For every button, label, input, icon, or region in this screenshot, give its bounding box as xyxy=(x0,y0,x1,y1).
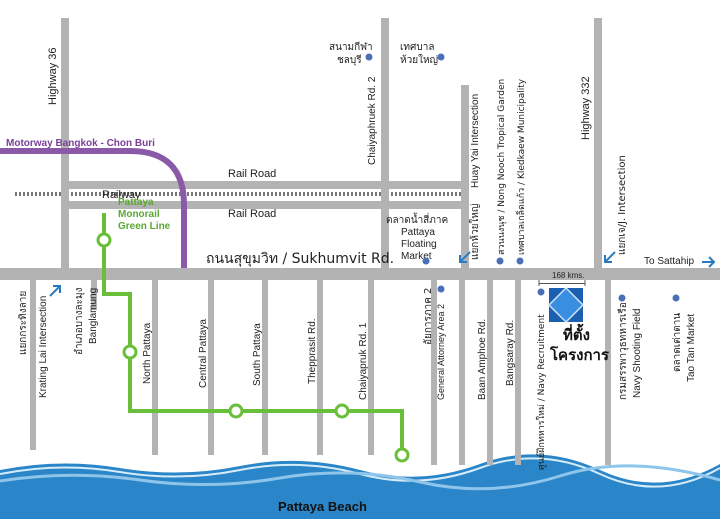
highway332-label: Highway 332 xyxy=(580,76,592,140)
central-pattaya-label: Central Pattaya xyxy=(198,319,209,388)
navy-shooting-label: Navy Shooting Field xyxy=(632,309,643,399)
sattahip-arrow-icon xyxy=(702,256,716,268)
stadium-label-1: สนามกีฬา xyxy=(329,41,373,53)
krating-arrow-icon xyxy=(49,285,61,297)
j-intersection-label: แยกเจ/J. Intersection xyxy=(617,155,628,255)
krating-label: Krating Lai Intersection xyxy=(38,296,49,398)
railway-label: Railway xyxy=(102,189,141,201)
sukhumvit-road xyxy=(0,268,720,280)
huay-yai-thai-label: แยกห้วยใหญ่ xyxy=(469,204,481,260)
kledkaew-label: เทศบาลเกล็ดแก้ว / Kledkaew Municipality xyxy=(514,78,527,255)
highway36-label: Highway 36 xyxy=(47,48,59,105)
monorail-label-3: Green Line xyxy=(118,221,171,232)
monorail-label-2: Monorail xyxy=(118,209,160,220)
south-pattaya-label: South Pattaya xyxy=(252,323,263,386)
monorail-station xyxy=(122,344,138,360)
vertical-roads xyxy=(30,18,611,465)
rail-road-bottom xyxy=(65,201,465,209)
motorway-line xyxy=(0,148,187,268)
monorail-station xyxy=(394,447,410,463)
monorail-station xyxy=(228,403,244,419)
banglamung-thai-label: อำเภอบางละมุง xyxy=(74,287,85,355)
navy-recruit-label: ศูนย์ฝึกทหารใหม่ / Navy Recruitment xyxy=(535,314,547,470)
project-label-2: โครงการ xyxy=(549,345,610,364)
navy-shooting-marker-icon xyxy=(618,294,626,302)
monorail-line xyxy=(96,213,410,463)
railroad-top-label: Rail Road xyxy=(228,168,276,180)
attorney-label: General Attorney Area 2 xyxy=(436,304,446,400)
huayyai-muni-marker-icon xyxy=(437,53,445,61)
floating-label-4: Market xyxy=(401,251,432,262)
north-pattaya-label: North Pattaya xyxy=(142,322,153,384)
taotan-marker-icon xyxy=(672,294,680,302)
stadium-label-2: ชลบุรี xyxy=(337,54,362,66)
monorail-station xyxy=(96,232,112,248)
huayyai-muni-label-1: เทศบาล xyxy=(400,42,434,53)
floating-marker-icon xyxy=(422,257,430,265)
motorway-label: Motorway Bangkok - Chon Buri xyxy=(6,138,155,149)
project-location: 168 kms. ที่ตั้ง โครงการ xyxy=(538,271,610,364)
floating-label-3: Floating xyxy=(401,239,437,250)
project-distance: 168 kms. xyxy=(552,271,584,280)
j-intersection-arrow-icon xyxy=(604,251,616,263)
sukhumvit-label: ถนนสุขุมวิท / Sukhumvit Rd. xyxy=(206,251,394,267)
krating-thai-label: แยกกระทิงลาย xyxy=(18,291,29,355)
chaiyapruk1-label: Chaiyapruk Rd. 1 xyxy=(358,322,369,400)
attorney-marker-icon xyxy=(437,285,445,293)
taotan-label: Tao Tan Market xyxy=(686,314,697,382)
huay-yai-label: Huay Yai Intersection xyxy=(470,94,481,188)
taotan-thai-label: ตลาดเต่าตาน xyxy=(672,313,683,372)
nong-nooch-label: สวนนงนุช / Nong Nooch Tropical Garden xyxy=(497,79,507,255)
sea xyxy=(0,454,720,519)
thepprasit-label: Thepprasit Rd. xyxy=(307,318,318,384)
baan-amphoe-label: Baan Amphoe Rd. xyxy=(477,319,488,400)
rail-road-top xyxy=(65,181,465,189)
banglamung-label: Banglamung xyxy=(88,288,99,344)
huayyai-muni-label-2: ห้วยใหญ่ xyxy=(400,54,438,66)
railroad-bottom-label: Rail Road xyxy=(228,208,276,220)
monorail-station xyxy=(334,403,350,419)
beach-label: Pattaya Beach xyxy=(278,499,367,514)
bangsaray-label: Bangsaray Rd. xyxy=(505,320,516,386)
navy-recruit-marker-icon xyxy=(537,288,545,296)
monorail-label-1: Pattaya xyxy=(118,197,154,208)
kledkaew-marker-icon xyxy=(516,257,524,265)
floating-label-1: ตลาดน้ำสี่ภาค xyxy=(386,212,448,226)
stadium-marker-icon xyxy=(365,53,373,61)
nong-nooch-marker-icon xyxy=(496,257,504,265)
project-diamond-icon xyxy=(547,286,585,324)
sattahip-label: To Sattahip xyxy=(644,256,694,267)
huay-yai-arrow-icon xyxy=(459,251,471,263)
attorney-thai-label: อัยการภาค 2 xyxy=(423,288,434,345)
floating-label-2: Pattaya xyxy=(401,227,435,238)
chaiyaphruek2-label: Chaiyaphruek Rd. 2 xyxy=(367,76,378,165)
navy-shooting-thai-label: กรมสรรพาวุธทหารเรือ xyxy=(617,302,629,400)
project-label-1: ที่ตั้ง xyxy=(563,323,590,344)
